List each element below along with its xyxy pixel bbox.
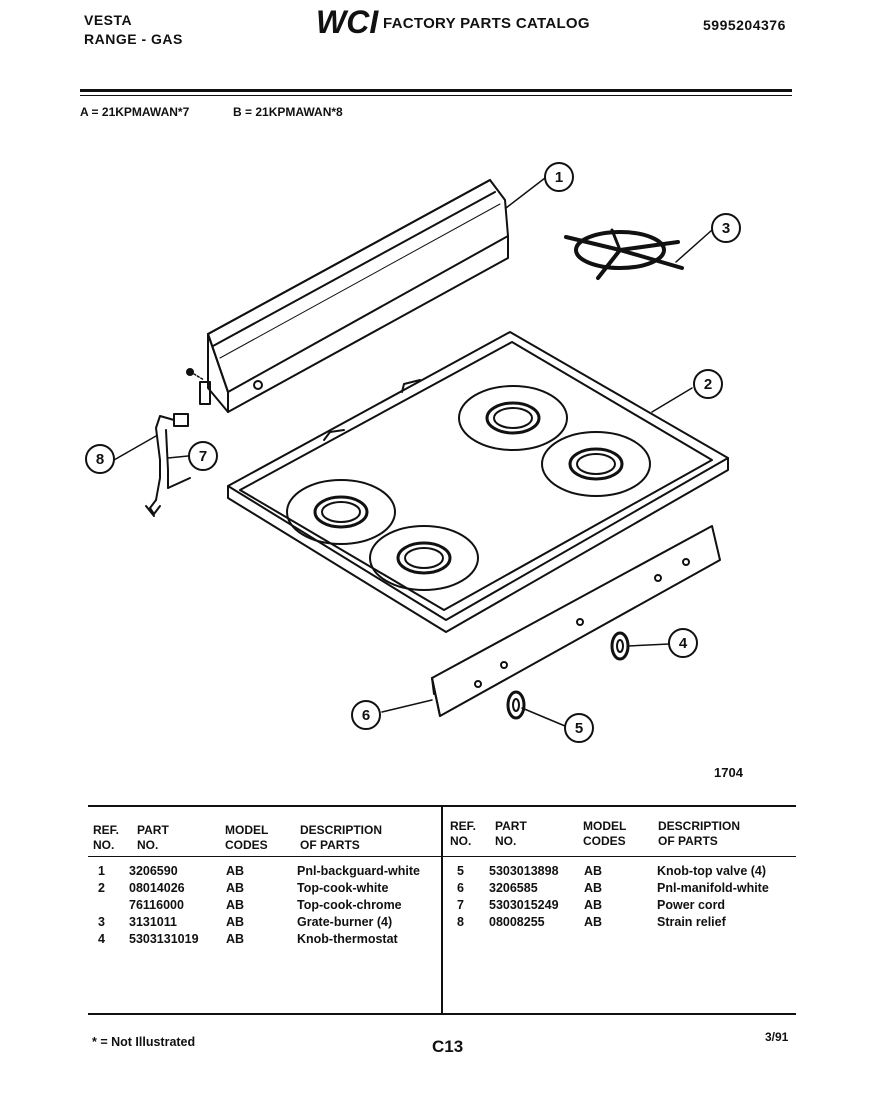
part-no: 5303013898 xyxy=(489,864,559,878)
manifold-panel xyxy=(431,525,721,717)
part-no: 3131011 xyxy=(129,915,177,929)
callout-label: 3 xyxy=(722,220,730,237)
part-description: Pnl-manifold-white xyxy=(657,881,769,895)
ref-no: 5 xyxy=(457,864,464,878)
part-no: 08008255 xyxy=(489,915,545,929)
product-type: RANGE - GAS xyxy=(84,31,183,47)
model-codes: AB xyxy=(584,864,603,878)
wci-logo: WCI xyxy=(316,2,382,40)
part-description: Top-cook-chrome xyxy=(297,898,402,912)
callout-8 xyxy=(85,444,115,474)
model-codes: AB xyxy=(226,881,245,895)
ref-no: 4 xyxy=(98,932,105,946)
ref-no: 7 xyxy=(457,898,464,912)
model-codes: AB xyxy=(584,881,603,895)
page-number: C13 xyxy=(432,1037,464,1056)
cooktop xyxy=(227,331,729,633)
part-description: Knob-thermostat xyxy=(297,932,398,946)
callout-1 xyxy=(544,162,574,192)
burner-grate xyxy=(564,228,684,280)
part-description: Knob-top valve (4) xyxy=(657,864,767,878)
part-no: 08014026 xyxy=(129,881,185,895)
part-description: Top-cook-white xyxy=(297,881,389,895)
callout-label: 7 xyxy=(199,448,207,465)
callout-label: 8 xyxy=(96,451,104,468)
knob-top-valve xyxy=(506,690,526,720)
part-no: 5303131019 xyxy=(129,932,199,946)
part-no: 3206585 xyxy=(489,881,538,895)
model-a: A = 21KPMAWAN*7 xyxy=(80,105,190,119)
ref-no: 6 xyxy=(457,881,464,895)
model-codes: AB xyxy=(584,915,603,929)
brand-name: VESTA xyxy=(84,12,133,28)
callout-7 xyxy=(188,441,218,471)
screw xyxy=(186,368,205,381)
catalog-number: 5995204376 xyxy=(703,17,786,33)
model-codes: AB xyxy=(226,864,245,878)
model-codes: AB xyxy=(226,898,245,912)
figure-number: 1704 xyxy=(714,765,744,780)
model-codes: AB xyxy=(226,932,245,946)
part-description: Grate-burner (4) xyxy=(297,915,393,929)
callout-3 xyxy=(711,213,741,243)
model-codes: AB xyxy=(584,898,603,912)
part-description: Pnl-backguard-white xyxy=(297,864,420,878)
callout-2 xyxy=(693,369,723,399)
callout-6 xyxy=(351,700,381,730)
footnote: * = Not Illustrated xyxy=(92,1035,196,1049)
callout-label: 4 xyxy=(679,635,688,652)
backguard-panel xyxy=(199,179,509,413)
model-b: B = 21KPMAWAN*8 xyxy=(233,105,343,119)
logo-text: WCI xyxy=(316,4,379,38)
ref-no: 8 xyxy=(457,915,464,929)
power-cord xyxy=(145,413,191,517)
callout-label: 1 xyxy=(555,169,563,186)
knob-thermostat xyxy=(610,631,630,661)
catalog-title: FACTORY PARTS CATALOG xyxy=(383,15,590,32)
header-ref: REF.NO. xyxy=(93,823,120,852)
ref-no: 2 xyxy=(98,881,105,895)
ref-no: 3 xyxy=(98,915,105,929)
part-description: Power cord xyxy=(657,898,726,912)
part-description: Strain relief xyxy=(657,915,726,929)
callout-label: 6 xyxy=(362,707,370,724)
part-no: 5303015249 xyxy=(489,898,559,912)
callout-4 xyxy=(668,628,698,658)
part-no: 3206590 xyxy=(129,864,178,878)
header-rule-bottom xyxy=(80,95,792,96)
callout-5 xyxy=(564,713,594,743)
ref-no: 1 xyxy=(98,864,105,878)
revision-date: 3/91 xyxy=(765,1030,789,1044)
exploded-parts-diagram: 1 2 3 4 5 6 7 8 1704 xyxy=(85,162,744,780)
callout-label: 2 xyxy=(704,376,712,393)
table-divider xyxy=(441,805,443,1015)
callout-label: 5 xyxy=(575,720,583,737)
header-rule-top xyxy=(80,89,792,92)
model-codes: AB xyxy=(226,915,245,929)
part-no: 76116000 xyxy=(129,898,184,912)
header-ref: REF.NO. xyxy=(450,819,477,848)
